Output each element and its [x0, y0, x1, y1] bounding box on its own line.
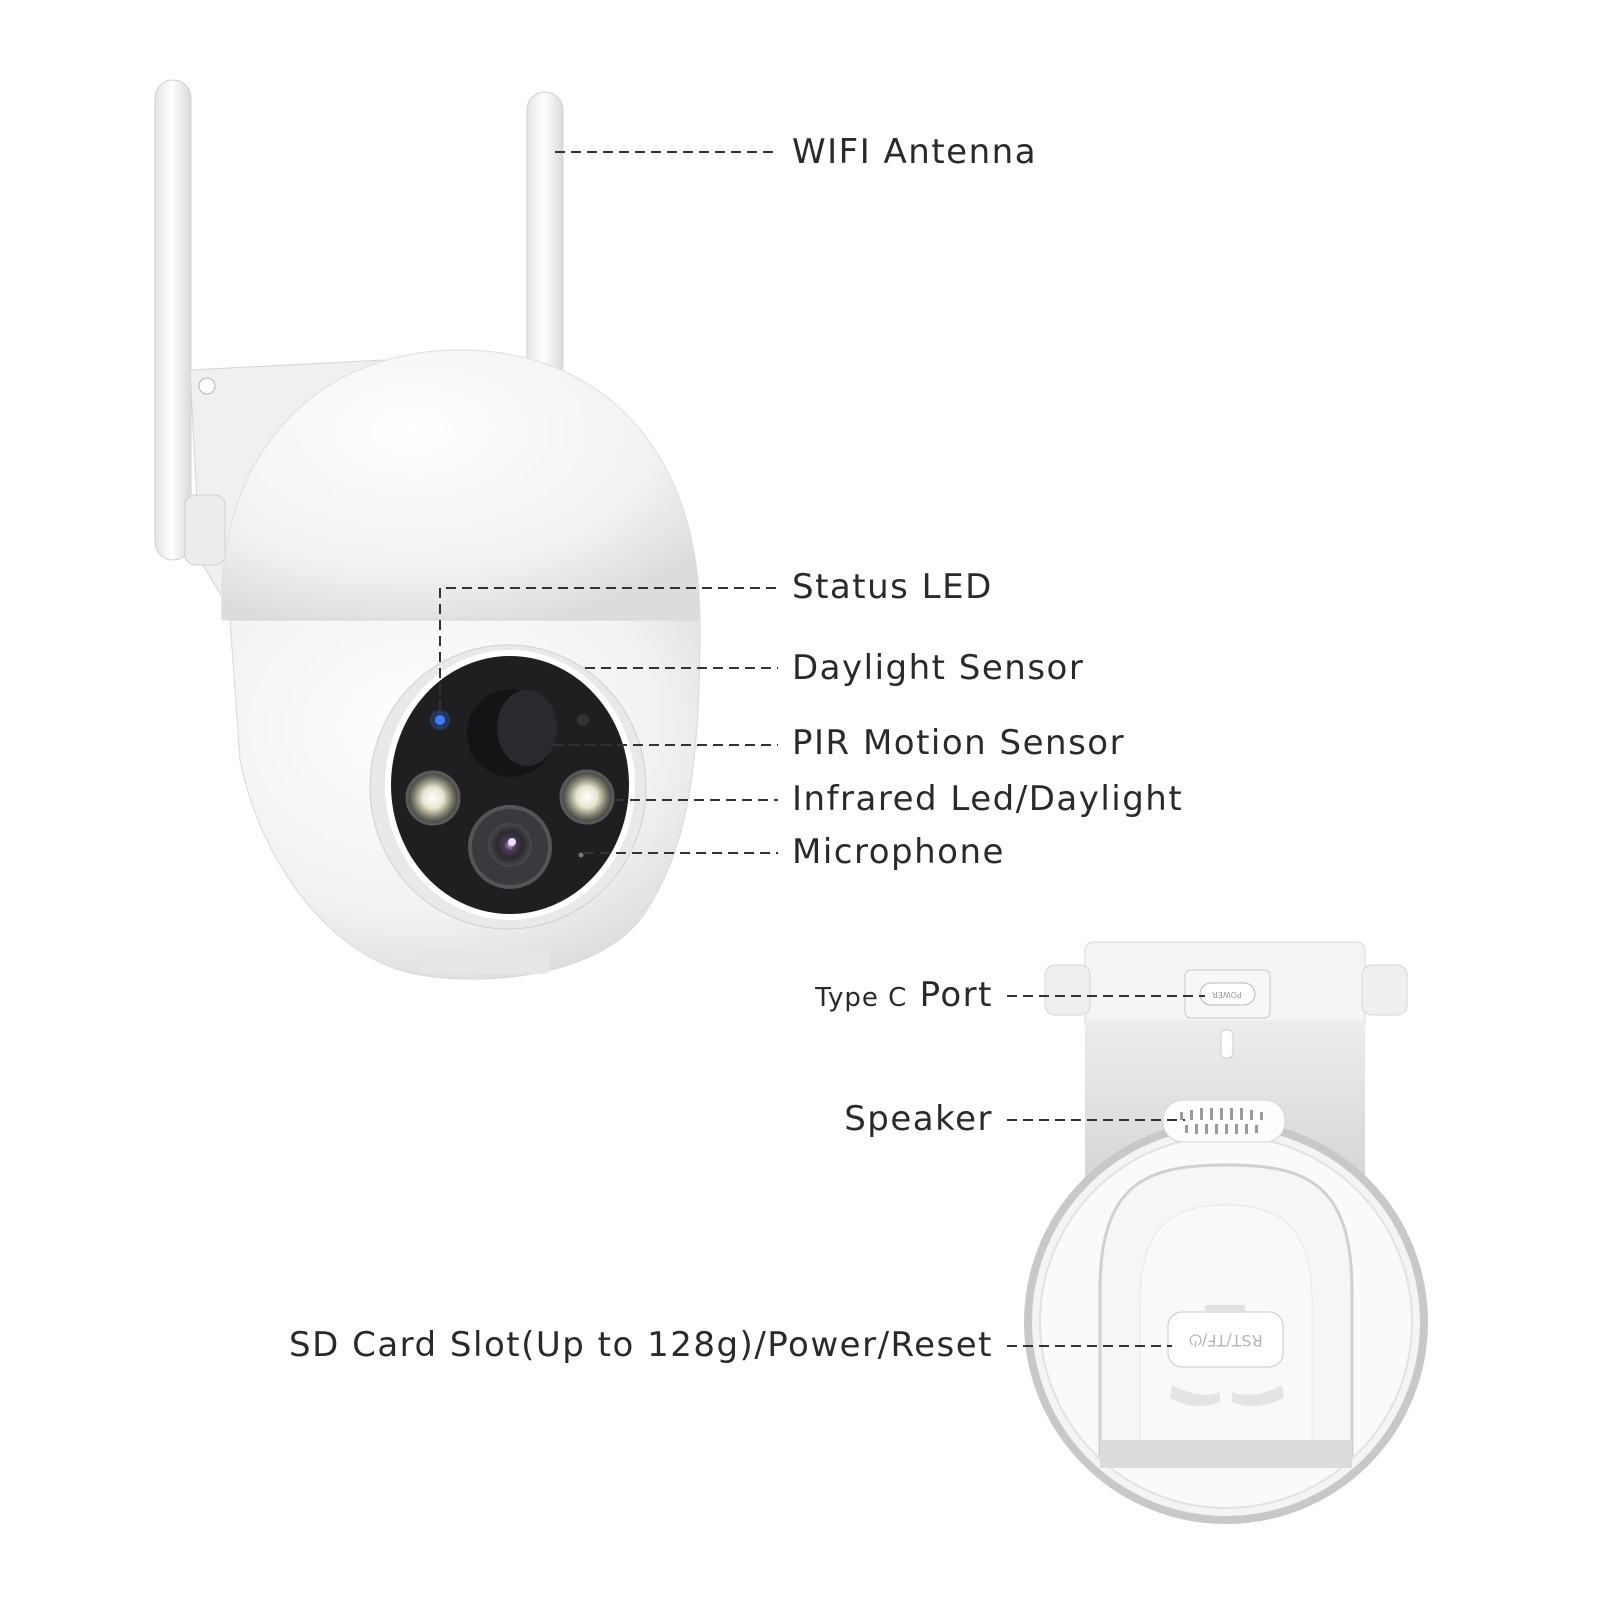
right-antenna [526, 91, 564, 383]
label-daylight-sensor: Daylight Sensor [792, 648, 1085, 688]
label-speaker: Speaker [844, 1099, 993, 1139]
label-microphone: Microphone [792, 832, 1005, 872]
label-port: Port [919, 975, 993, 1015]
camera-face-plate [385, 650, 635, 920]
label-status-led: Status LED [792, 567, 993, 607]
daylight-sensor-dot [577, 714, 589, 726]
microphone-dot [578, 852, 584, 858]
label-pir-motion-sensor: PIR Motion Sensor [792, 723, 1126, 763]
speaker-grille [1162, 1099, 1286, 1143]
ir-led-left [405, 770, 461, 826]
left-antenna [154, 79, 192, 561]
label-type-c-prefix: Type C [815, 983, 908, 1013]
ir-led-right [559, 769, 615, 825]
power-marking: POWER [1212, 990, 1242, 999]
reset-marking: RST/TF/⏻ [1189, 1331, 1263, 1350]
front-camera [154, 79, 701, 980]
camera-dome [221, 349, 701, 621]
label-sd-card-slot: SD Card Slot(Up to 128g)/Power/Reset [289, 1325, 993, 1365]
status-led-dot [435, 715, 445, 725]
label-infrared-led: Infrared Led/Daylight [792, 779, 1184, 819]
leader-status-led [439, 587, 778, 710]
label-type-c-port: Type C Port [700, 975, 993, 1018]
label-wifi-antenna: WIFI Antenna [792, 132, 1038, 172]
rear-camera: POWER RST/TF/⏻ [1024, 941, 1428, 1524]
leader-lines [439, 151, 1205, 1347]
